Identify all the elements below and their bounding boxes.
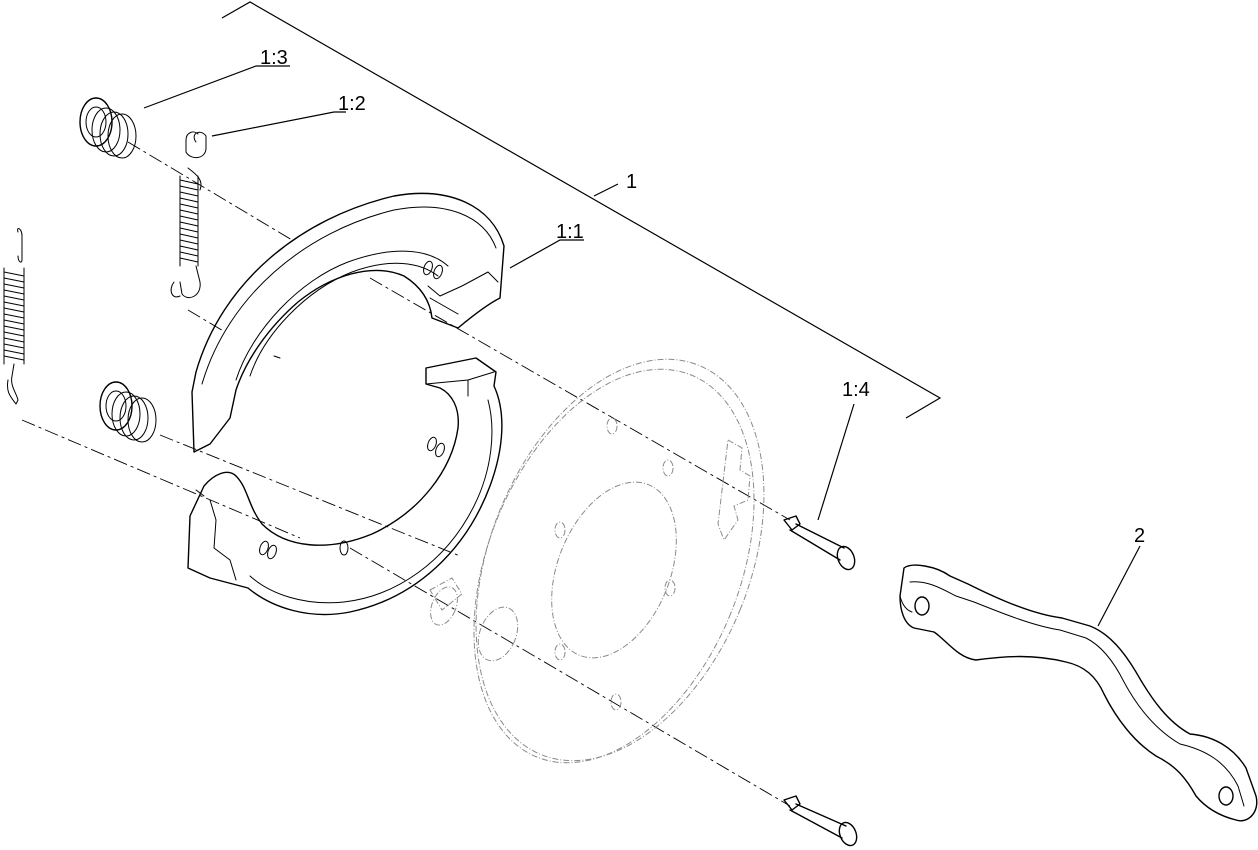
hold-down-spring-lower: [99, 381, 157, 443]
hold-down-spring-upper: [79, 97, 137, 159]
backing-plate-phantom: [429, 358, 765, 764]
center-lines: [21, 141, 791, 807]
brake-shoe-upper: [191, 192, 505, 453]
callout-shoe: 1:1: [556, 221, 584, 243]
callout-hold-down-spring: 1:3: [260, 47, 288, 69]
leader-lines: [143, 65, 1141, 627]
callout-pin: 1:4: [842, 379, 870, 401]
hook-spring-upper: [170, 131, 207, 298]
callout-hook-spring: 1:2: [338, 93, 366, 115]
assembly-bracket: [221, 1, 942, 419]
pin-upper: [783, 515, 856, 571]
callout-lever: 2: [1134, 525, 1145, 547]
callout-assembly: 1: [626, 171, 637, 193]
brake-shoe-lower: [187, 357, 503, 616]
pin-lower: [783, 795, 858, 847]
brake-lever: [899, 564, 1258, 822]
hook-spring-lower: [3, 228, 25, 405]
